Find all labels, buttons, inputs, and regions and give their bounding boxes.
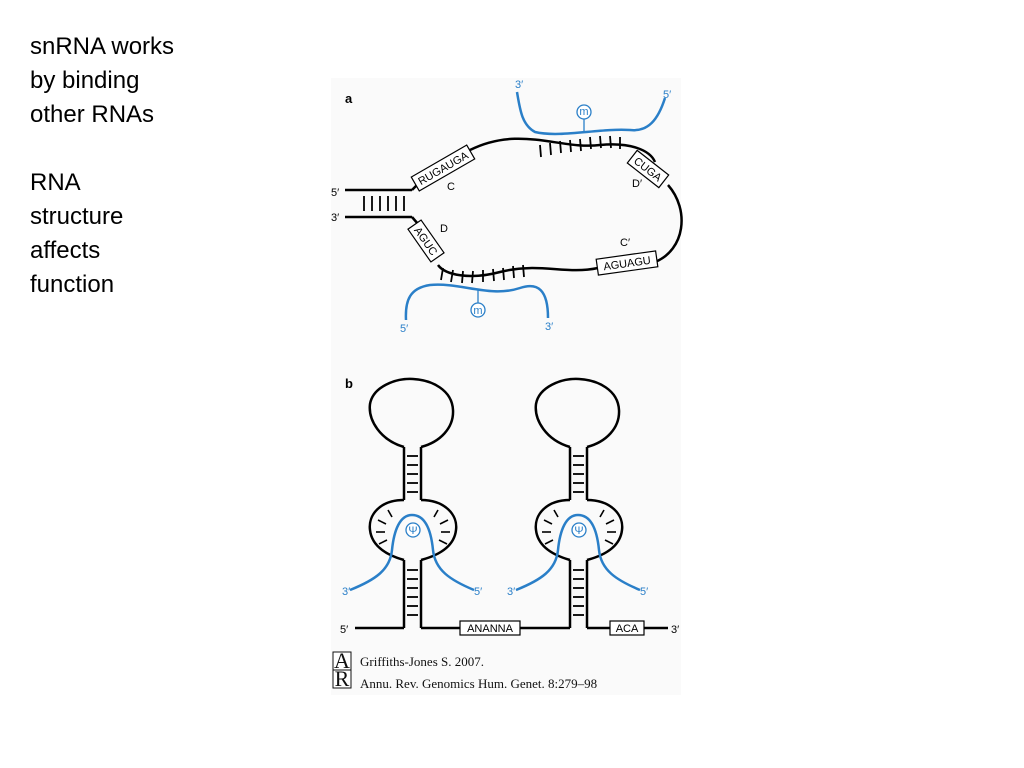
box-ananna: ANANNA bbox=[459, 620, 521, 636]
hairpin-right-mod: Ψ bbox=[574, 525, 583, 537]
hairpin-right-pairs-upper bbox=[573, 455, 584, 493]
logo-letter-r: R bbox=[335, 666, 350, 691]
hairpin-left-pairs-lower bbox=[407, 569, 418, 616]
hairpin-left-end-3: 3′ bbox=[342, 586, 350, 598]
slide-text-line: structure bbox=[30, 203, 124, 230]
bottom-target-mod: m bbox=[473, 305, 482, 317]
hairpin-left-pairs-upper bbox=[407, 455, 418, 493]
backbone-end-3: 3′ bbox=[671, 624, 679, 636]
panel-a-letter: a bbox=[345, 91, 353, 106]
panel-a-top-target-rna bbox=[515, 91, 667, 136]
bottom-target-end-5: 5′ bbox=[400, 323, 408, 335]
box-rugauga: RUGAUGA bbox=[410, 144, 476, 192]
hairpin-right-pairs-lower bbox=[573, 569, 584, 616]
hairpin-left-guide-rna bbox=[349, 513, 475, 592]
slide-text-line: by binding bbox=[30, 67, 140, 94]
citation-line-1: Griffiths-Jones S. 2007. bbox=[360, 654, 484, 669]
slide-text-line: function bbox=[30, 271, 115, 298]
bottom-target-end-3: 3′ bbox=[545, 321, 553, 333]
hairpin-right-guide-rna bbox=[515, 513, 641, 592]
panel-a-end-3: 3′ bbox=[331, 212, 339, 224]
panel-a-end-5: 5′ bbox=[331, 187, 339, 199]
slide-text-line: other RNAs bbox=[30, 101, 155, 128]
site-label-d-prime: D′ bbox=[632, 178, 642, 190]
panel-a-stem-pairs bbox=[363, 196, 405, 211]
site-label-c-prime: C′ bbox=[620, 237, 630, 249]
slide-text-line: RNA bbox=[30, 169, 81, 196]
box-ananna-label: ANANNA bbox=[467, 623, 514, 635]
hairpin-right-pocket-ticks bbox=[542, 509, 616, 545]
panel-a-bottom-target-rna bbox=[404, 283, 550, 321]
annual-reviews-logo: A R bbox=[332, 648, 352, 691]
logo-letter-a: A bbox=[334, 648, 350, 673]
figure-panel bbox=[331, 78, 681, 695]
panel-a-bottom-pairs bbox=[440, 264, 525, 284]
box-aguc: AGUC bbox=[407, 219, 445, 263]
hairpin-left-mod-circle bbox=[405, 522, 421, 538]
top-target-mod: m bbox=[579, 106, 588, 118]
box-aca: ACA bbox=[609, 620, 645, 636]
box-aguagu: AGUAGU bbox=[595, 250, 659, 276]
hairpin-right-end-3: 3′ bbox=[507, 586, 515, 598]
hairpin-right bbox=[534, 377, 624, 628]
top-target-end-3: 3′ bbox=[515, 79, 523, 91]
hairpin-left bbox=[368, 377, 458, 628]
slide-text-line: affects bbox=[30, 237, 101, 264]
hairpin-right-end-5: 5′ bbox=[640, 586, 648, 598]
slide-text-line: snRNA works bbox=[30, 33, 175, 60]
top-target-end-5: 5′ bbox=[663, 89, 671, 101]
hairpin-left-mod: Ψ bbox=[408, 525, 417, 537]
panel-a-top-pairs bbox=[539, 135, 621, 158]
citation-line-2: Annu. Rev. Genomics Hum. Genet. 8:279–98 bbox=[360, 676, 597, 691]
bottom-target-mod-circle bbox=[470, 302, 486, 318]
panel-b-letter: b bbox=[345, 376, 353, 391]
top-target-mod-circle bbox=[576, 104, 592, 120]
site-label-c: C bbox=[447, 181, 455, 193]
hairpin-left-pocket-ticks bbox=[376, 509, 450, 545]
backbone-end-5: 5′ bbox=[340, 624, 348, 636]
box-aca-label: ACA bbox=[616, 623, 639, 635]
site-label-d: D bbox=[440, 223, 448, 235]
hairpin-left-end-5: 5′ bbox=[474, 586, 482, 598]
hairpin-right-mod-circle bbox=[571, 522, 587, 538]
slide-text: snRNA works by binding other RNAs RNA st… bbox=[30, 30, 270, 302]
